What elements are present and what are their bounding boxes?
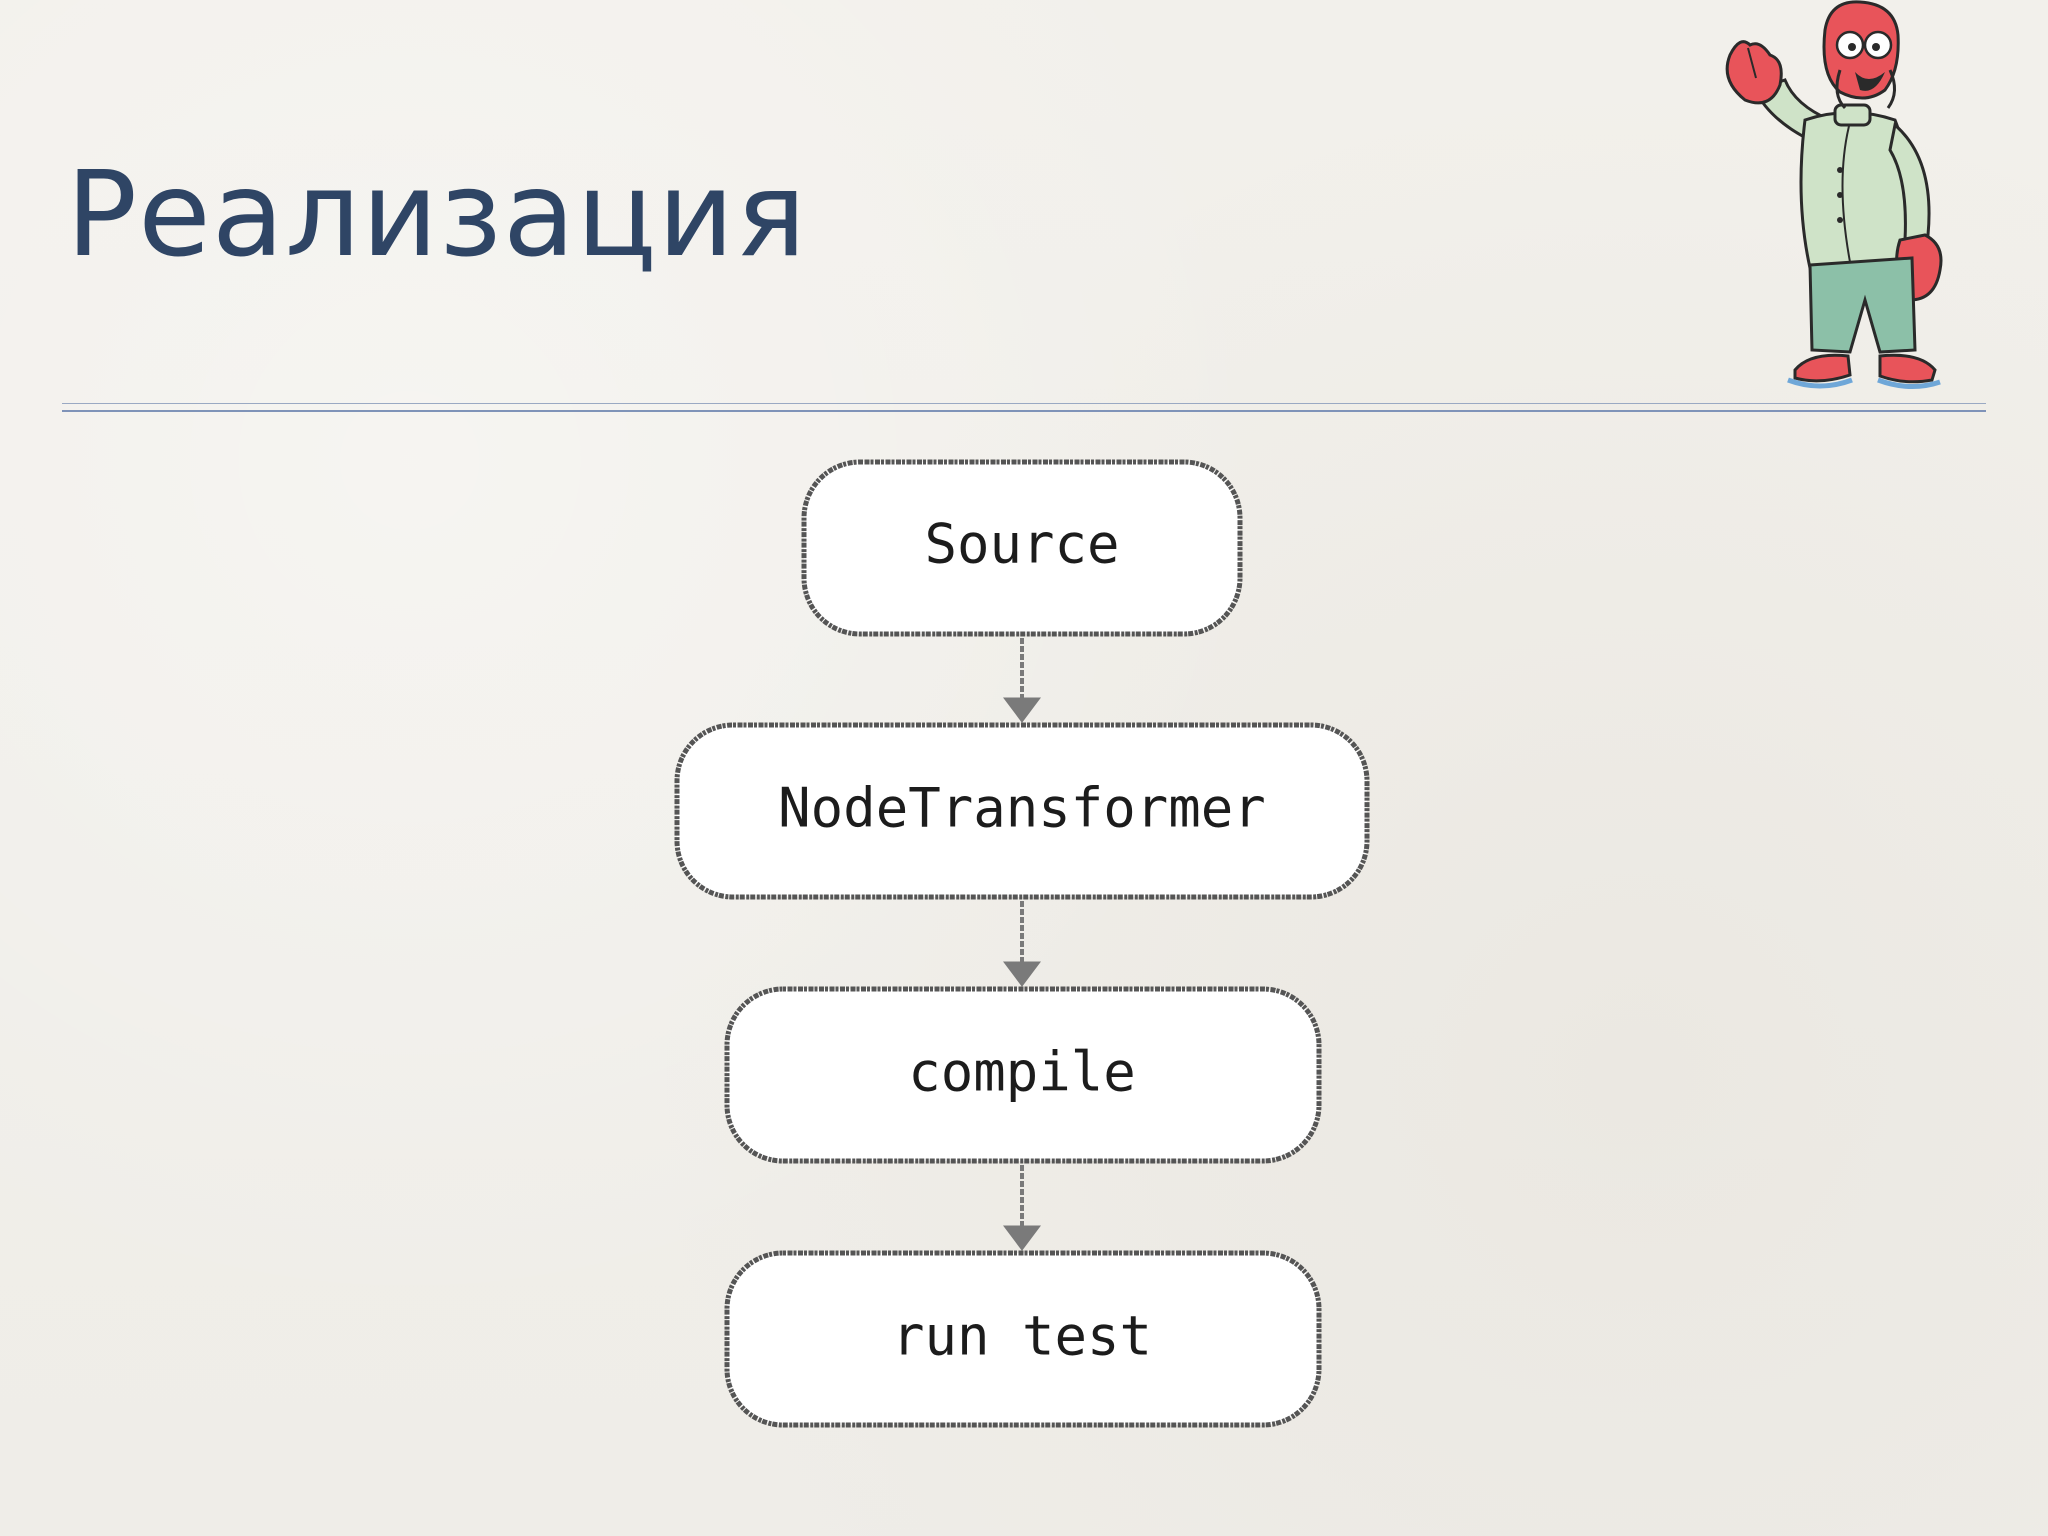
node-run-test: run test: [724, 1250, 1322, 1428]
arrowhead: [1003, 961, 1041, 987]
title-divider-bottom: [62, 410, 1986, 412]
arrowhead: [1003, 1225, 1041, 1251]
edge-source-to-transformer: [1003, 638, 1041, 723]
node-source: Source: [801, 459, 1243, 637]
title-divider-top: [62, 403, 1986, 404]
node-transformer: NodeTransformer: [674, 722, 1370, 900]
cartoon-character-waving-icon: [1725, 0, 1943, 390]
node-compile: compile: [724, 986, 1322, 1164]
node-source-label: Source: [924, 513, 1119, 576]
node-compile-label: compile: [908, 1041, 1136, 1104]
edge-compile-to-run: [1003, 1165, 1041, 1251]
slide-title: Реализация: [66, 145, 808, 283]
node-run-test-label: run test: [892, 1305, 1152, 1368]
edge-transformer-to-compile: [1003, 901, 1041, 987]
arrowhead: [1003, 697, 1041, 723]
node-transformer-label: NodeTransformer: [778, 777, 1266, 840]
